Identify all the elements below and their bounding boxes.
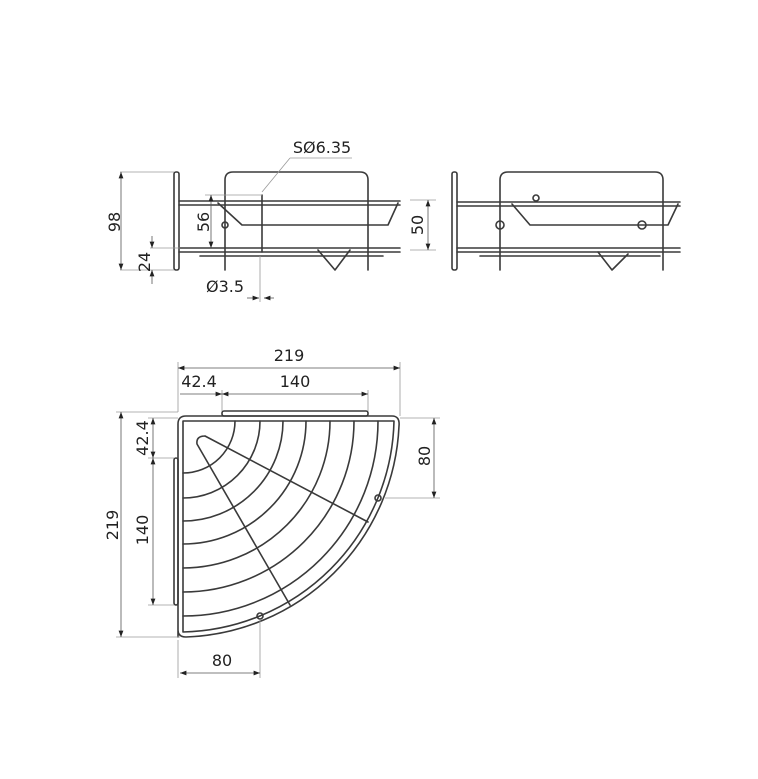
basket-outline xyxy=(177,415,400,638)
dim-height-98: 98 xyxy=(105,212,124,232)
basket-wire-arc xyxy=(182,420,236,474)
dim-offset-left: 42.4 xyxy=(133,420,152,456)
top-view: 219 42.4 140 219 42.4 140 80 80 xyxy=(103,346,440,678)
dim-depth-219: 219 xyxy=(103,510,122,541)
dim-24: 24 xyxy=(135,252,154,272)
wall-plate xyxy=(173,171,180,271)
basket-wire-arc xyxy=(182,420,379,617)
front-view: 50 xyxy=(408,171,681,271)
basket-wire-arc xyxy=(182,420,331,569)
dim-bracket-left: 140 xyxy=(133,515,152,546)
top-bracket xyxy=(221,410,369,417)
dim-offset-top: 42.4 xyxy=(181,372,217,391)
dim-bracket-top: 140 xyxy=(280,372,311,391)
basket-wire-arc xyxy=(182,420,307,545)
top-handle xyxy=(224,171,369,271)
dim-56: 56 xyxy=(194,212,213,232)
left-bracket xyxy=(173,457,179,606)
side-view: 98 24 56 SØ6.35 Ø3.5 xyxy=(105,138,401,302)
dim-wire-diameter: Ø3.5 xyxy=(206,277,244,296)
basket-wire-arc xyxy=(182,420,261,499)
dim-hole-bottom: 80 xyxy=(212,651,232,670)
basket-wire-arc xyxy=(182,420,355,593)
dim-hole-right: 80 xyxy=(415,446,434,466)
dim-sphere-diameter: SØ6.35 xyxy=(293,138,351,157)
dim-50: 50 xyxy=(408,215,427,235)
basket-wire-arc xyxy=(182,420,284,522)
dim-width-219: 219 xyxy=(274,346,305,365)
